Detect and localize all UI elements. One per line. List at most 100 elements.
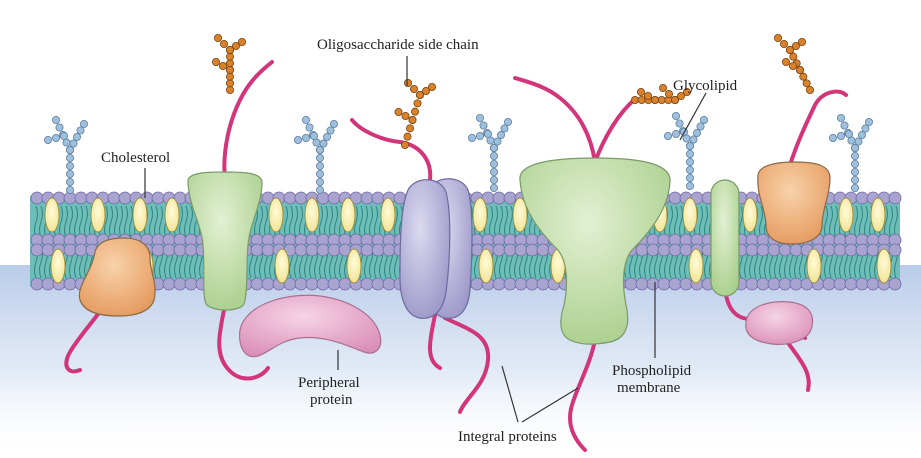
phospholipid-head	[316, 243, 330, 257]
leader-integral-left	[501, 365, 519, 423]
orange-sugar-bead	[427, 83, 436, 92]
phospholipid-head	[250, 243, 264, 257]
phospholipid-head	[767, 277, 781, 291]
orange-sugar-bead	[789, 62, 798, 71]
phospholipid-head	[305, 277, 319, 291]
cholesterol-molecule	[472, 197, 488, 233]
phospholipid-head	[283, 191, 297, 205]
label-cholesterol: Cholesterol	[101, 150, 170, 166]
phospholipid-head	[525, 277, 539, 291]
orange-sugar-bead	[403, 132, 412, 141]
phospholipid-head	[536, 243, 550, 257]
orange-sugar-bead	[421, 87, 430, 96]
blue-sugar-bead	[66, 153, 75, 162]
phospholipid-head	[525, 243, 539, 257]
orange-sugar-bead	[225, 79, 234, 88]
phospholipid-head	[767, 243, 781, 257]
blue-sugar-bead	[672, 112, 681, 121]
orange-sugar-bead	[637, 88, 646, 97]
blue-sugar-bead	[686, 149, 695, 158]
cholesterol-molecule	[806, 248, 822, 284]
blue-sugar-bead	[686, 141, 695, 150]
phospholipid-head	[184, 277, 198, 291]
blue-sugar-bead	[489, 151, 498, 160]
phospholipid-head	[822, 243, 836, 257]
blue-sugar-bead	[686, 157, 695, 166]
phospholipid-head	[624, 277, 638, 291]
blue-sugar-bead	[700, 116, 709, 125]
blue-sugar-bead	[493, 137, 502, 146]
phospholipid-head	[371, 277, 385, 291]
oligosaccharide-chains	[211, 34, 815, 149]
orange-sugar-bead	[786, 46, 795, 55]
cholesterol-molecule	[688, 248, 704, 284]
orange-sugar-bead	[774, 34, 783, 43]
blue-sugar-bead	[837, 114, 846, 123]
blue-sugar-bead	[689, 135, 698, 144]
phospholipid-head	[338, 277, 352, 291]
blue-sugar-bead	[840, 121, 849, 130]
orange-sugar-bead	[225, 72, 234, 81]
blue-sugar-bead	[326, 126, 335, 135]
phospholipid-head	[30, 191, 44, 205]
blue-sugar-bead	[489, 167, 498, 176]
blue-sugar-bead	[76, 126, 85, 135]
phospholipid-head	[657, 243, 671, 257]
blue-sugar-bead	[301, 133, 310, 142]
orange-sugar-bead	[782, 58, 791, 67]
blue-sugar-bead	[315, 161, 324, 170]
blue-sugar-bead	[69, 139, 78, 148]
cholesterol-molecule	[838, 197, 854, 233]
cholesterol-molecules	[44, 197, 892, 284]
blue-sugar-bead	[686, 181, 695, 190]
orange-sugar-bead	[657, 96, 666, 105]
orange-sugar-bead	[665, 90, 674, 99]
phospholipid-head	[789, 277, 803, 291]
phospholipid-head	[41, 277, 55, 291]
orange-sugar-bead	[789, 52, 798, 61]
phospholipid-head	[503, 277, 517, 291]
blue-sugar-bead	[329, 120, 338, 129]
blue-sugar-bead	[66, 177, 75, 186]
phospholipid-head	[162, 243, 176, 257]
phospholipid-head	[250, 277, 264, 291]
phospholipid-head	[173, 277, 187, 291]
blue-sugar-bead	[80, 120, 89, 129]
chain-purple-bottom	[428, 313, 442, 370]
blue-sugar-bead	[475, 131, 484, 140]
cholesterol-molecule	[682, 197, 698, 233]
chain-purple-bottom2	[443, 316, 491, 414]
phospholipid-head	[382, 243, 396, 257]
cholesterol-molecule	[132, 197, 148, 233]
blue-sugar-bead	[44, 135, 53, 144]
orange-sugar-bead	[651, 96, 660, 105]
blue-sugar-bead	[315, 153, 324, 162]
phospholipid-head	[503, 191, 517, 205]
blue-sugar-bead	[503, 118, 512, 127]
chain-green-mid-bottom	[568, 338, 597, 452]
phospholipid-head	[74, 191, 88, 205]
blue-sugar-bead	[851, 159, 860, 168]
orange-sugar-bead	[415, 91, 424, 100]
phospholipid-head	[173, 243, 187, 257]
orange-sugar-bead	[409, 85, 418, 94]
carbohydrate-chains	[44, 112, 874, 194]
green-protein-small	[710, 179, 740, 297]
blue-sugar-bead	[315, 169, 324, 178]
phospholipid-head	[668, 277, 682, 291]
green-protein-left	[187, 171, 263, 311]
leader-integral-right	[521, 387, 579, 423]
phospholipid-head	[646, 243, 660, 257]
phospholipid-head	[822, 277, 836, 291]
phospholipid-head	[294, 277, 308, 291]
blue-sugar-bead	[496, 130, 505, 139]
blue-sugar-bead	[66, 169, 75, 178]
blue-sugar-bead	[475, 114, 484, 123]
orange-sugar-bead	[394, 108, 403, 117]
purple-protein-front	[399, 179, 451, 319]
proteins	[78, 157, 831, 358]
phospholipid-head	[657, 277, 671, 291]
phospholipid-head	[261, 277, 275, 291]
blue-sugar-bead	[309, 131, 318, 140]
phospholipid-head	[503, 243, 517, 257]
